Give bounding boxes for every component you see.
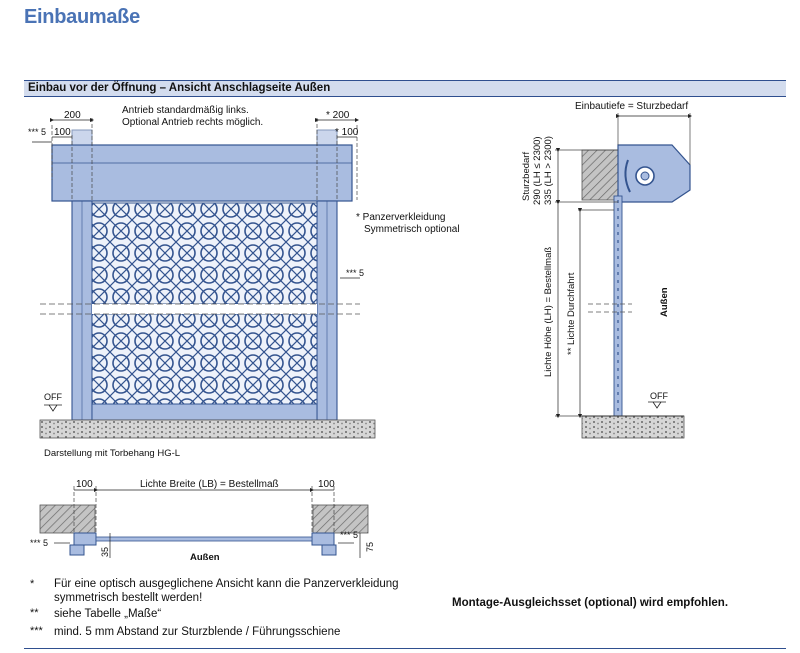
note-panel-1: * Panzerverkleidung: [356, 212, 446, 223]
footnote-text-1a: Für eine optisch ausgeglichene Ansicht k…: [54, 578, 399, 590]
dim-5-right: *** 5: [346, 268, 364, 278]
off-label-front: OFF: [44, 392, 62, 402]
curtain-lower: [91, 313, 318, 405]
einbautiefe-label: Einbautiefe = Sturzbedarf: [575, 101, 688, 112]
footnote-mark-3: ***: [30, 625, 43, 637]
lichte-durchfahrt-label: ** Lichte Durchfahrt: [566, 272, 577, 355]
top-dim-5-left: *** 5: [30, 538, 48, 548]
sturzbedarf-2: 290 (LH ≤ 2300): [532, 136, 543, 205]
dim-200-right: * 200: [326, 110, 350, 121]
lichte-hoehe-label: Lichte Höhe (LH) = Bestellmaß: [543, 247, 554, 377]
lichte-breite-label: Lichte Breite (LB) = Bestellmaß: [140, 479, 279, 490]
top-dim-75: 75: [365, 542, 375, 552]
note-panel-2: Symmetrisch optional: [364, 224, 460, 235]
aussen-top-label: Außen: [190, 552, 220, 563]
footnote-mark-1: *: [30, 578, 35, 590]
curtain-top: [95, 536, 313, 542]
dim-100-right: * 100: [335, 127, 359, 138]
top-view: 100 100 Lichte Breite (LB) = Bestellmaß …: [30, 479, 375, 563]
note-drive-2: Optional Antrieb rechts möglich.: [122, 117, 263, 128]
section-header: Einbau vor der Öffnung – Ansicht Anschla…: [24, 80, 786, 97]
off-label-side: OFF: [650, 391, 668, 401]
recommendation-note: Montage-Ausgleichsset (optional) wird em…: [452, 597, 729, 609]
footnote-text-2: siehe Tabelle „Maße“: [54, 608, 162, 620]
top-dim-100-left: 100: [76, 479, 93, 490]
dim-200-left: 200: [64, 110, 81, 121]
side-view: Einbautiefe = Sturzbedarf Sturzbedarf 29…: [521, 101, 693, 439]
top-dim-100-right: 100: [318, 479, 335, 490]
sturzbedarf-3: 335 (LH > 2300): [543, 136, 554, 205]
wall-left-top: [39, 504, 96, 534]
page-title: Einbaumaße: [24, 6, 140, 28]
sturzbedarf-1: Sturzbedarf: [521, 152, 532, 201]
note-drive-1: Antrieb standardmäßig links.: [122, 105, 249, 116]
front-caption: Darstellung mit Torbehang HG-L: [44, 448, 180, 459]
floor-side: [581, 415, 685, 439]
lintel-wall: [581, 149, 619, 201]
footnote-text-3: mind. 5 mm Abstand zur Sturzblende / Füh…: [54, 626, 341, 638]
aussen-side-label: Außen: [659, 287, 670, 317]
top-dim-5-right: *** 5: [340, 530, 358, 540]
front-view: 200 * 200 100 * 100 *** 5 *** 5 OFF Dars…: [28, 105, 460, 459]
footnote-text-1b: symmetrisch bestellt werden!: [54, 592, 203, 604]
curtain-upper: [91, 202, 318, 305]
footnote-mark-2: **: [30, 607, 39, 619]
roller-box: [51, 144, 353, 202]
top-dim-35: 35: [100, 547, 110, 557]
dim-100-left: 100: [54, 127, 71, 138]
floor-front: [39, 419, 376, 439]
wall-right-top: [312, 504, 369, 534]
dim-5-left: *** 5: [28, 127, 46, 137]
section-title: Einbau vor der Öffnung – Ansicht Anschla…: [28, 82, 331, 94]
bottom-rule: [24, 648, 786, 649]
